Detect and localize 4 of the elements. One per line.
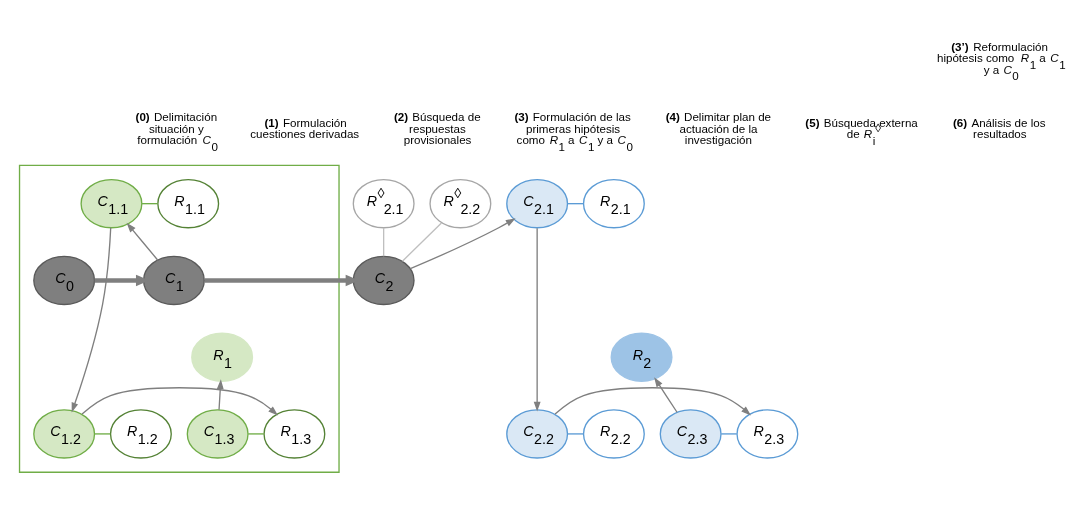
label: (2) Búsqueda de respuestas provisionales (393, 110, 481, 147)
label: (1) Formulación cuestiones derivadas (250, 115, 360, 141)
label: (4) Delimitar plan de actuación de la investigación (665, 110, 772, 147)
label: (6) Análisis de los resultados (953, 115, 1046, 141)
